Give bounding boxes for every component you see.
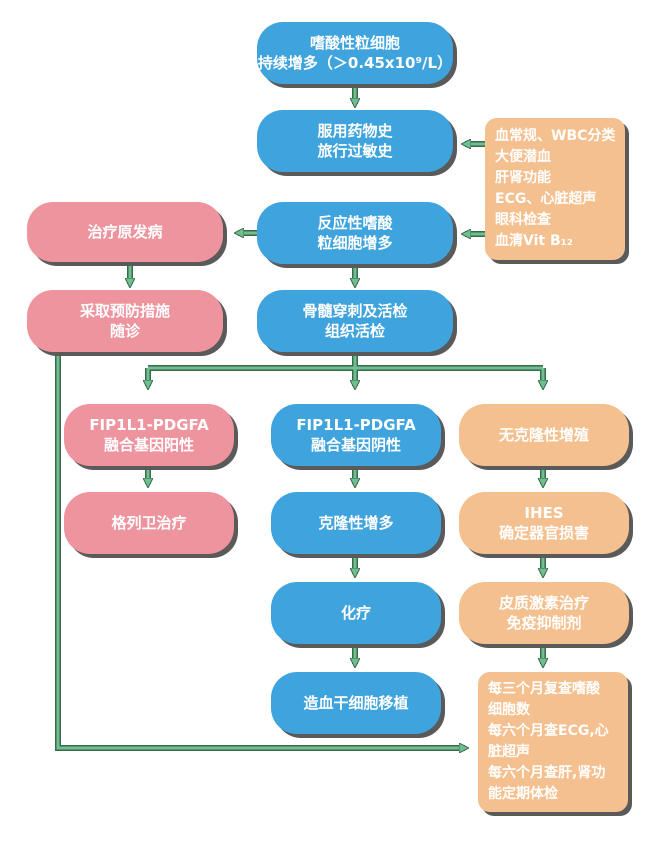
node-imatinib-label: 格列卫治疗 — [111, 514, 187, 532]
node-steroid: 皮质激素治疗 免疫抑制剂 — [459, 582, 629, 644]
node-clonal-label: 克隆性增多 — [318, 514, 394, 532]
node-history-line2: 旅行过敏史 — [317, 142, 393, 160]
node-bone-marrow-line2: 组织活检 — [324, 322, 385, 340]
node-history: 服用药物史 旅行过敏史 — [257, 110, 453, 172]
node-tests-line: ECG、心脏超声 — [495, 191, 597, 207]
node-follow-up-line: 每三个月复查嗜酸 — [488, 681, 600, 697]
node-follow-up-line: 每六个月查肝,肾功 — [488, 765, 606, 781]
node-prevention: 采取预防措施 随诊 — [27, 290, 223, 352]
node-treat-primary-label: 治疗原发病 — [87, 223, 163, 241]
node-eosinophil-increase-line2: 持续增多（＞0.45x10⁹/L） — [257, 54, 453, 72]
node-follow-up: 每三个月复查嗜酸 细胞数 每六个月查ECG,心 脏超声 每六个月查肝,肾功 能定… — [478, 672, 628, 812]
node-eosinophil-increase-line1: 嗜酸性粒细胞 — [309, 34, 400, 52]
node-steroid-line1: 皮质激素治疗 — [498, 594, 589, 612]
node-fip-negative-line1: FIP1L1-PDGFA — [296, 416, 416, 434]
node-follow-up-line: 脏超声 — [488, 744, 530, 760]
node-tests-line: 肝肾功能 — [495, 170, 551, 186]
node-non-clonal: 无克隆性增殖 — [459, 404, 629, 466]
node-prevention-line1: 采取预防措施 — [79, 302, 170, 320]
node-tests-line: 大便潜血 — [495, 149, 551, 165]
node-bone-marrow: 骨髓穿刺及活检 组织活检 — [257, 290, 453, 352]
node-hsct-label: 造血干细胞移植 — [303, 694, 409, 712]
node-hsct: 造血干细胞移植 — [271, 672, 441, 734]
node-prevention-line2: 随诊 — [109, 322, 140, 340]
node-ihes-line2: 确定器官损害 — [498, 524, 589, 542]
node-reactive-line1: 反应性嗜酸 — [317, 214, 393, 232]
node-fip-negative-line2: 融合基因阴性 — [310, 436, 401, 454]
node-follow-up-line: 细胞数 — [488, 702, 530, 718]
node-tests: 血常规、WBC分类 大便潜血 肝肾功能 ECG、心脏超声 眼科检查 血清Vit … — [485, 118, 625, 260]
node-chemo: 化疗 — [271, 582, 441, 644]
node-fip-positive-line2: 融合基因阳性 — [103, 436, 194, 454]
node-ihes-line1: IHES — [524, 504, 564, 522]
node-treat-primary: 治疗原发病 — [27, 202, 223, 262]
node-follow-up-line: 每六个月查ECG,心 — [488, 723, 609, 739]
node-history-line1: 服用药物史 — [317, 122, 393, 140]
node-fip-negative: FIP1L1-PDGFA 融合基因阴性 — [271, 404, 441, 466]
node-clonal: 克隆性增多 — [271, 492, 441, 554]
node-tests-line: 血常规、WBC分类 — [495, 128, 616, 144]
node-steroid-line2: 免疫抑制剂 — [506, 614, 582, 632]
node-chemo-label: 化疗 — [340, 604, 371, 622]
node-non-clonal-label: 无克隆性增殖 — [498, 426, 589, 444]
node-reactive-line2: 粒细胞增多 — [317, 234, 393, 252]
node-tests-line: 血清Vit B₁₂ — [495, 233, 573, 249]
node-imatinib: 格列卫治疗 — [64, 492, 234, 554]
node-follow-up-line: 能定期体检 — [488, 786, 558, 802]
node-tests-line: 眼科检查 — [495, 212, 551, 228]
node-fip-positive: FIP1L1-PDGFA 融合基因阳性 — [64, 404, 234, 466]
node-fip-positive-line1: FIP1L1-PDGFA — [89, 416, 209, 434]
node-ihes: IHES 确定器官损害 — [459, 492, 629, 554]
node-bone-marrow-line1: 骨髓穿刺及活检 — [302, 302, 408, 320]
node-eosinophil-increase: 嗜酸性粒细胞 持续增多（＞0.45x10⁹/L） — [257, 22, 453, 84]
node-reactive: 反应性嗜酸 粒细胞增多 — [257, 202, 453, 264]
